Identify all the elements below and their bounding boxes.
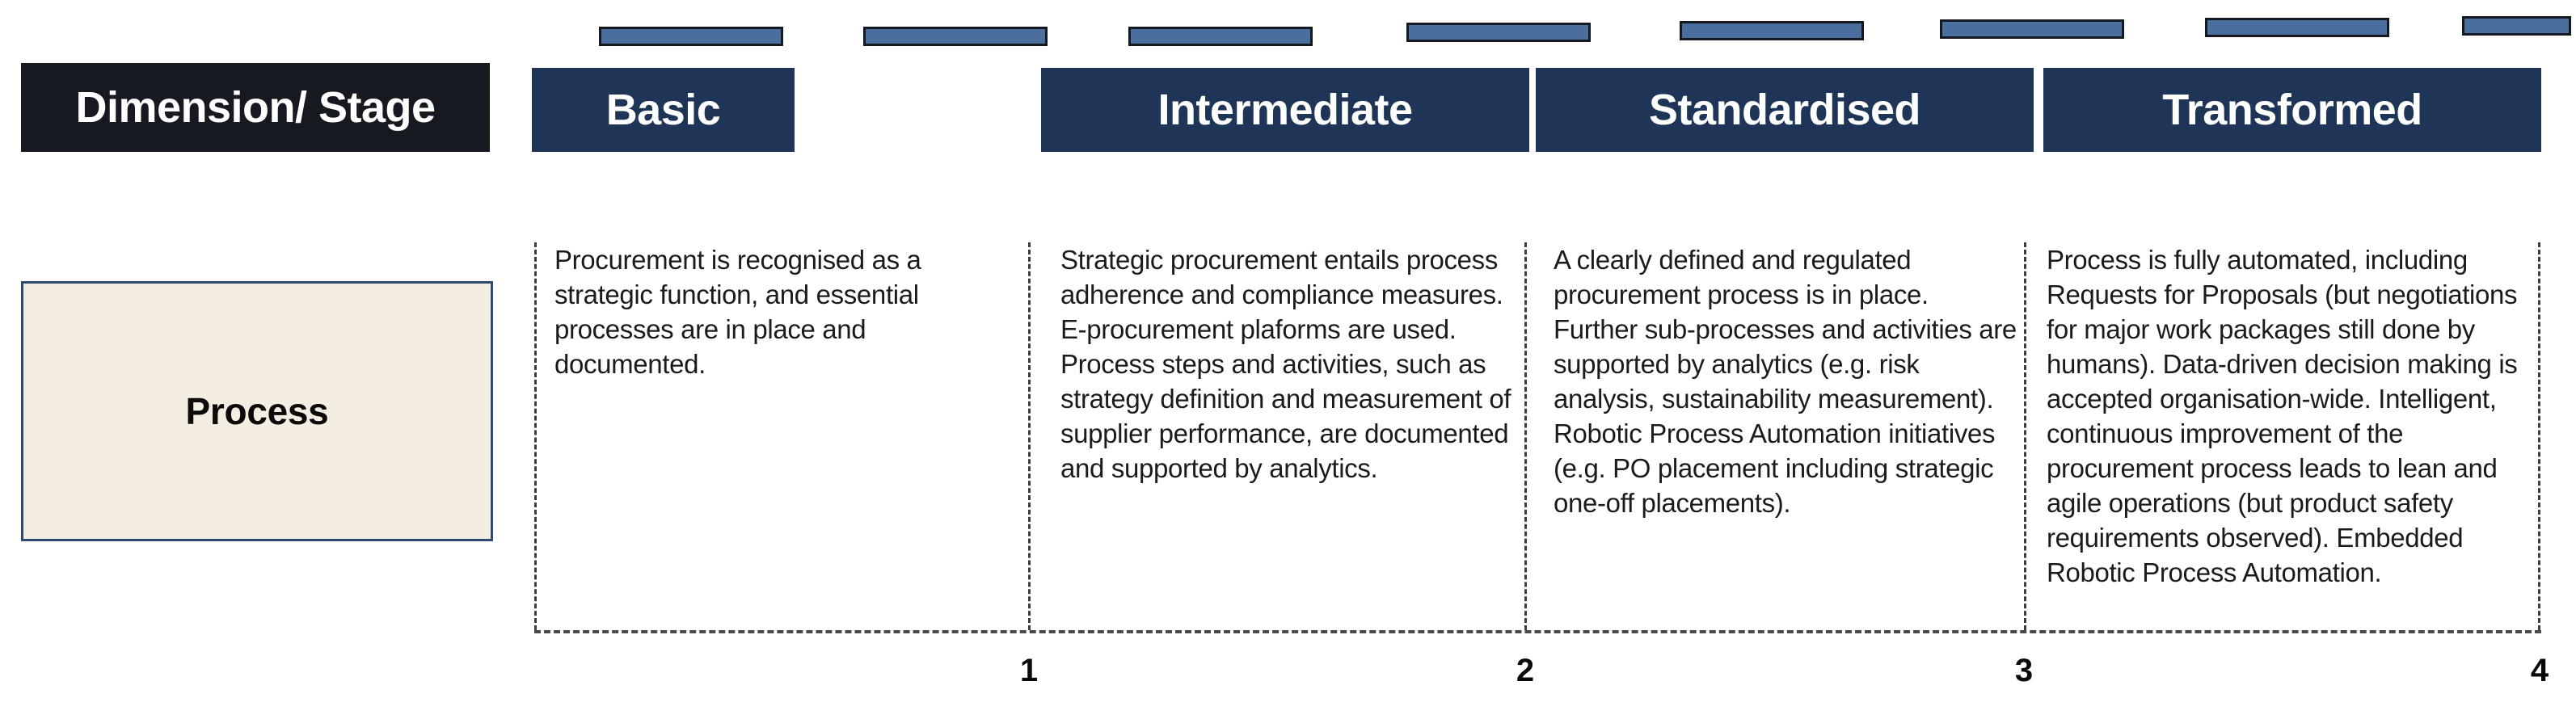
row-label-process: Process [21, 281, 493, 541]
cell-process-intermediate: Strategic procurement entails process ad… [1049, 242, 1521, 486]
column-header-transformed-label: Transformed [2162, 86, 2422, 134]
progress-bar-3 [1128, 27, 1313, 46]
scale-number-4: 4 [2530, 653, 2549, 688]
progress-bar-4 [1406, 23, 1591, 42]
progress-bar-8 [2462, 16, 2571, 36]
dimension-stage-header: Dimension/ Stage [21, 63, 490, 152]
column-header-intermediate: Intermediate [1041, 68, 1529, 152]
progress-bar-7 [2205, 18, 2389, 37]
cell-divider-4 [2024, 242, 2026, 630]
row-label-process-text: Process [185, 390, 329, 432]
cell-divider-1 [534, 242, 537, 630]
cell-divider-5 [2538, 242, 2540, 630]
scale-number-2: 2 [1516, 653, 1535, 688]
column-header-standardised-label: Standardised [1648, 86, 1921, 134]
column-header-basic-label: Basic [605, 86, 721, 134]
column-header-standardised: Standardised [1536, 68, 2034, 152]
progress-bar-1 [599, 27, 783, 46]
cell-divider-2 [1028, 242, 1031, 630]
cell-divider-3 [1524, 242, 1527, 630]
progress-bar-5 [1680, 21, 1864, 40]
progress-bar-6 [1940, 19, 2124, 39]
row-bottom-rule [534, 630, 2541, 633]
progress-bar-2 [863, 27, 1048, 46]
column-header-transformed: Transformed [2043, 68, 2541, 152]
dimension-stage-header-label: Dimension/ Stage [75, 83, 436, 132]
column-header-intermediate-label: Intermediate [1157, 86, 1413, 134]
cell-process-standardised-text: A clearly defined and regulated procurem… [1554, 245, 2017, 518]
cell-process-basic-text: Procurement is recognised as a strategic… [554, 245, 921, 379]
cell-process-transformed: Process is fully automated, including Re… [2035, 242, 2536, 590]
cell-process-standardised: A clearly defined and regulated procurem… [1542, 242, 2026, 520]
scale-number-1: 1 [1019, 653, 1039, 688]
column-header-basic: Basic [532, 68, 795, 152]
scale-number-3: 3 [2014, 653, 2034, 688]
cell-process-basic: Procurement is recognised as a strategic… [543, 242, 1020, 381]
cell-process-intermediate-text: Strategic procurement entails process ad… [1060, 245, 1511, 483]
cell-process-transformed-text: Process is fully automated, including Re… [2047, 245, 2518, 587]
